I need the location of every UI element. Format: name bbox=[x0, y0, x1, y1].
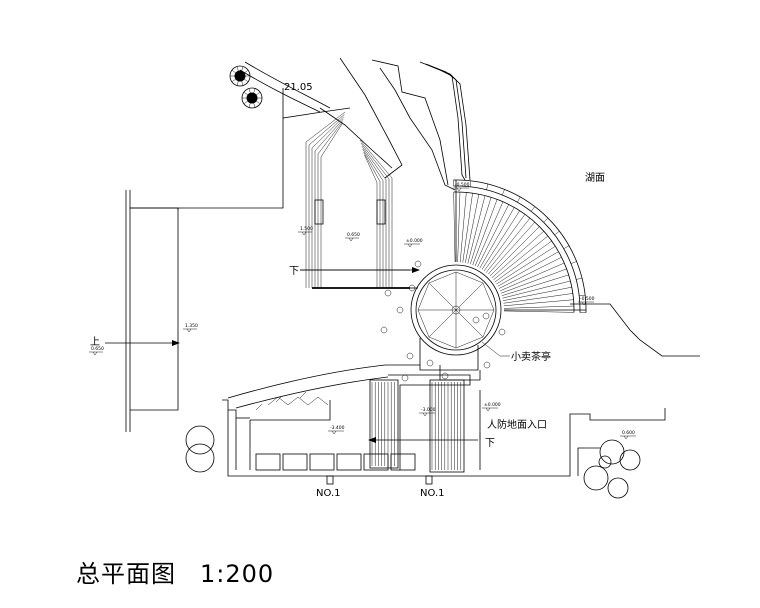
sunken-plaza bbox=[227, 364, 481, 470]
level-1350: 1.350 bbox=[185, 323, 198, 329]
kiosk-label: 小卖茶亭 bbox=[511, 350, 551, 363]
direction-arrows bbox=[105, 267, 481, 443]
shrubs-left bbox=[185, 425, 215, 473]
shelter-entrance-label: 人防地面入口 bbox=[487, 418, 547, 431]
bench-row bbox=[255, 453, 416, 471]
kiosk-leader bbox=[481, 341, 510, 357]
level-0000-top: ±0.000 bbox=[406, 238, 423, 244]
grid-markers bbox=[380, 260, 506, 382]
stepped-seating bbox=[305, 111, 465, 473]
up-label: 上 bbox=[90, 336, 100, 348]
shrubs-right bbox=[583, 439, 641, 499]
level-marks: 1.500 0.650 ±0.000 -0.500 -0.500 1.350 0… bbox=[91, 182, 635, 436]
kiosk-pavilion bbox=[410, 264, 502, 381]
lake-label: 湖面 bbox=[585, 172, 605, 184]
site-boundary bbox=[125, 59, 700, 477]
level-1500: 1.500 bbox=[300, 226, 313, 232]
down-label-bottom: 下 bbox=[485, 438, 495, 449]
section-label-2: NO.1 bbox=[420, 488, 445, 499]
section-markers bbox=[326, 475, 433, 485]
level-0650-top: 0.650 bbox=[347, 232, 360, 238]
level-3000: -3.000 bbox=[421, 407, 436, 413]
drawing-title-text: 总平面图 bbox=[76, 560, 176, 588]
level-0600: 0.600 bbox=[622, 430, 635, 436]
tree-top-icon bbox=[229, 65, 251, 87]
radial-stair bbox=[453, 179, 587, 313]
level-3400: -3.400 bbox=[330, 425, 345, 431]
down-label-top: 下 bbox=[289, 266, 299, 277]
tree-bottom-icon bbox=[241, 87, 263, 109]
level-0500-b: -0.500 bbox=[580, 296, 595, 302]
platform-openings bbox=[314, 199, 386, 225]
section-label-1: NO.1 bbox=[316, 488, 341, 499]
drawing-title: 总平面图 1:200 bbox=[76, 554, 274, 589]
north-path bbox=[239, 57, 403, 179]
level-0000-mid: ±0.000 bbox=[484, 402, 501, 408]
level-0650-left: 0.650 bbox=[91, 346, 104, 352]
upper-platform bbox=[300, 269, 418, 289]
level-ticks bbox=[89, 187, 636, 440]
drawing-scale: 1:200 bbox=[200, 560, 275, 588]
tag-label: 21.05 bbox=[284, 82, 313, 93]
level-0500-a: -0.500 bbox=[455, 182, 470, 188]
